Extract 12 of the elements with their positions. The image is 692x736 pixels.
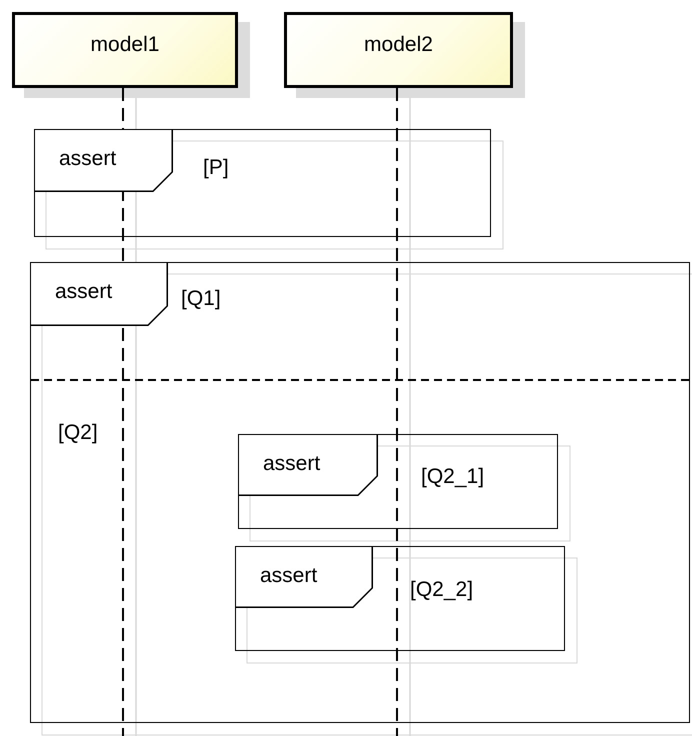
guard-condition: [Q2] xyxy=(58,421,98,445)
participant-name: model1 xyxy=(90,33,160,57)
guard-condition: [Q2_2] xyxy=(410,578,474,602)
participant-box xyxy=(12,12,238,88)
participant-box xyxy=(284,12,513,88)
guard-condition: [Q1] xyxy=(181,287,221,311)
guard-condition: [P] xyxy=(203,156,229,180)
guard-condition: [Q2_1] xyxy=(421,465,484,489)
fragment-frame xyxy=(238,434,558,529)
participant-name: model2 xyxy=(364,33,433,57)
fragment-frame xyxy=(34,129,491,237)
fragment-frame xyxy=(235,546,565,651)
